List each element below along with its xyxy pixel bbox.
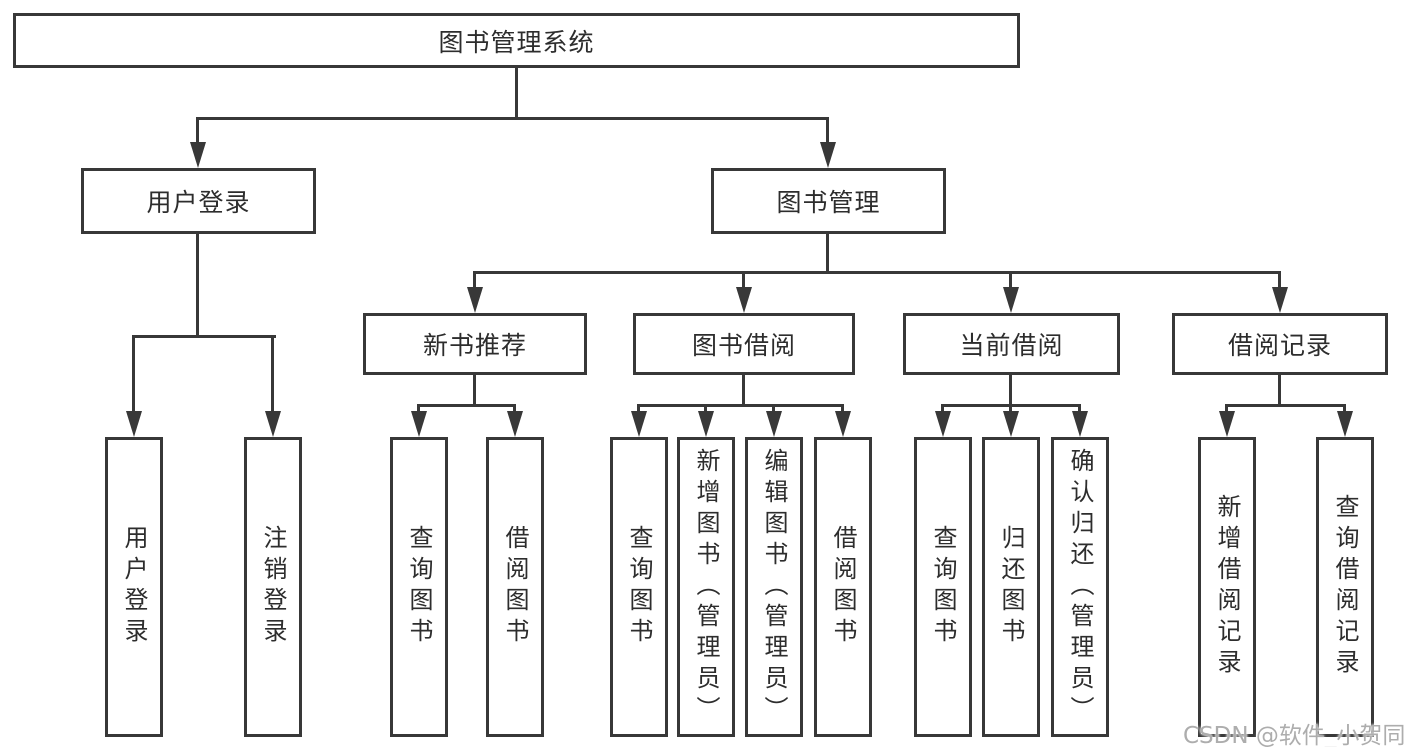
- arrow-down-icon: [1272, 287, 1288, 313]
- connector-section-horizontal: [1225, 404, 1346, 407]
- connector-to-leaf: [417, 404, 420, 414]
- connector-to-leaf: [1078, 404, 1081, 414]
- node-query-borrow-record: 查询借阅记录: [1316, 437, 1374, 737]
- connector-to-leaf: [772, 404, 775, 414]
- connector-to-leaf: [1225, 404, 1228, 414]
- arrow-down-icon: [835, 411, 851, 437]
- node-label: 编辑图书（管理员）: [760, 447, 788, 727]
- connector-to-section: [1278, 271, 1281, 291]
- connector-section-horizontal: [637, 404, 844, 407]
- node-add-books-admin: 新增图书（管理员）: [677, 437, 735, 737]
- node-query-books: 查询图书: [390, 437, 448, 737]
- connector-book-mgmt-horizontal: [473, 271, 1281, 274]
- arrow-down-icon: [507, 411, 523, 437]
- node-label: 新增图书（管理员）: [692, 447, 720, 727]
- node-label: 新增借阅记录: [1213, 494, 1241, 680]
- arrow-down-icon: [467, 287, 483, 313]
- connector-to-leaf: [513, 404, 516, 414]
- node-query-books: 查询图书: [610, 437, 668, 737]
- connector-to-leaf: [941, 404, 944, 414]
- node-label: 借阅记录: [1227, 331, 1332, 360]
- connector-to-leaf: [1343, 404, 1346, 414]
- connector-to-leaf: [841, 404, 844, 414]
- node-label: 确认归还（管理员）: [1066, 447, 1094, 727]
- arrow-down-icon: [1219, 411, 1235, 437]
- arrow-down-icon: [411, 411, 427, 437]
- connector-to-leaf: [704, 404, 707, 414]
- arrow-down-icon: [265, 411, 281, 437]
- connector-root-vertical: [515, 66, 518, 119]
- connector-to-leaf: [1009, 404, 1012, 414]
- node-logout: 注销登录: [244, 437, 302, 737]
- node-label: 归还图书: [997, 525, 1025, 649]
- node-label: 查询图书: [625, 525, 653, 649]
- connector-to-leaf: [132, 335, 135, 415]
- node-return-books: 归还图书: [982, 437, 1040, 737]
- connector-to-leaf: [637, 404, 640, 414]
- arrow-down-icon: [1003, 287, 1019, 313]
- node-label: 查询图书: [405, 525, 433, 649]
- connector-book-mgmt-vertical: [826, 232, 829, 273]
- node-book-borrowing: 图书借阅: [633, 313, 855, 375]
- connector-user-login-horizontal: [132, 335, 276, 338]
- node-label: 新书推荐: [422, 331, 527, 360]
- node-label: 当前借阅: [959, 331, 1064, 360]
- node-library-management-system: 图书管理系统: [13, 13, 1020, 68]
- arrow-down-icon: [1003, 411, 1019, 437]
- connector-to-leaf: [271, 335, 274, 415]
- node-label: 借阅图书: [501, 525, 529, 649]
- arrow-down-icon: [631, 411, 647, 437]
- node-label: 借阅图书: [829, 525, 857, 649]
- connector-root-to-book-mgmt: [826, 117, 829, 145]
- node-borrowing-records: 借阅记录: [1172, 313, 1388, 375]
- node-query-books: 查询图书: [914, 437, 972, 737]
- node-user-login-leaf: 用户登录: [105, 437, 163, 737]
- node-label: 图书管理系统: [438, 27, 595, 57]
- arrow-down-icon: [1337, 411, 1353, 437]
- arrow-down-icon: [698, 411, 714, 437]
- node-current-borrowing: 当前借阅: [903, 313, 1120, 375]
- connector-section-vertical: [473, 373, 476, 406]
- connector-to-section: [473, 271, 476, 291]
- arrow-down-icon: [126, 411, 142, 437]
- connector-to-section: [742, 271, 745, 291]
- connector-section-vertical: [1278, 373, 1281, 406]
- connector-to-section: [1009, 271, 1012, 291]
- node-new-book-recommend: 新书推荐: [363, 313, 587, 375]
- node-book-management: 图书管理: [711, 168, 946, 234]
- node-borrow-books: 借阅图书: [814, 437, 872, 737]
- connector-section-vertical: [742, 373, 745, 406]
- node-label: 查询借阅记录: [1331, 494, 1359, 680]
- connector-root-horizontal: [196, 117, 829, 120]
- node-label: 图书管理: [776, 188, 881, 217]
- node-borrow-books: 借阅图书: [486, 437, 544, 737]
- node-add-borrow-record: 新增借阅记录: [1198, 437, 1256, 737]
- arrow-down-icon: [1072, 411, 1088, 437]
- node-label: 查询图书: [929, 525, 957, 649]
- node-edit-books-admin: 编辑图书（管理员）: [745, 437, 803, 737]
- node-label: 用户登录: [146, 188, 251, 217]
- connector-root-to-user-login: [196, 117, 199, 145]
- arrow-down-icon: [820, 142, 836, 168]
- arrow-down-icon: [935, 411, 951, 437]
- arrow-down-icon: [766, 411, 782, 437]
- connector-section-horizontal: [417, 404, 516, 407]
- csdn-watermark: CSDN @软件_小贺同学: [1183, 723, 1405, 747]
- node-label: 用户登录: [120, 525, 148, 649]
- node-user-login: 用户登录: [81, 168, 316, 234]
- node-label: 注销登录: [259, 525, 287, 649]
- connector-section-vertical: [1009, 373, 1012, 406]
- node-confirm-return-admin: 确认归还（管理员）: [1051, 437, 1109, 737]
- connector-user-login-vertical: [196, 232, 199, 337]
- arrow-down-icon: [190, 142, 206, 168]
- arrow-down-icon: [736, 287, 752, 313]
- node-label: 图书借阅: [691, 331, 796, 360]
